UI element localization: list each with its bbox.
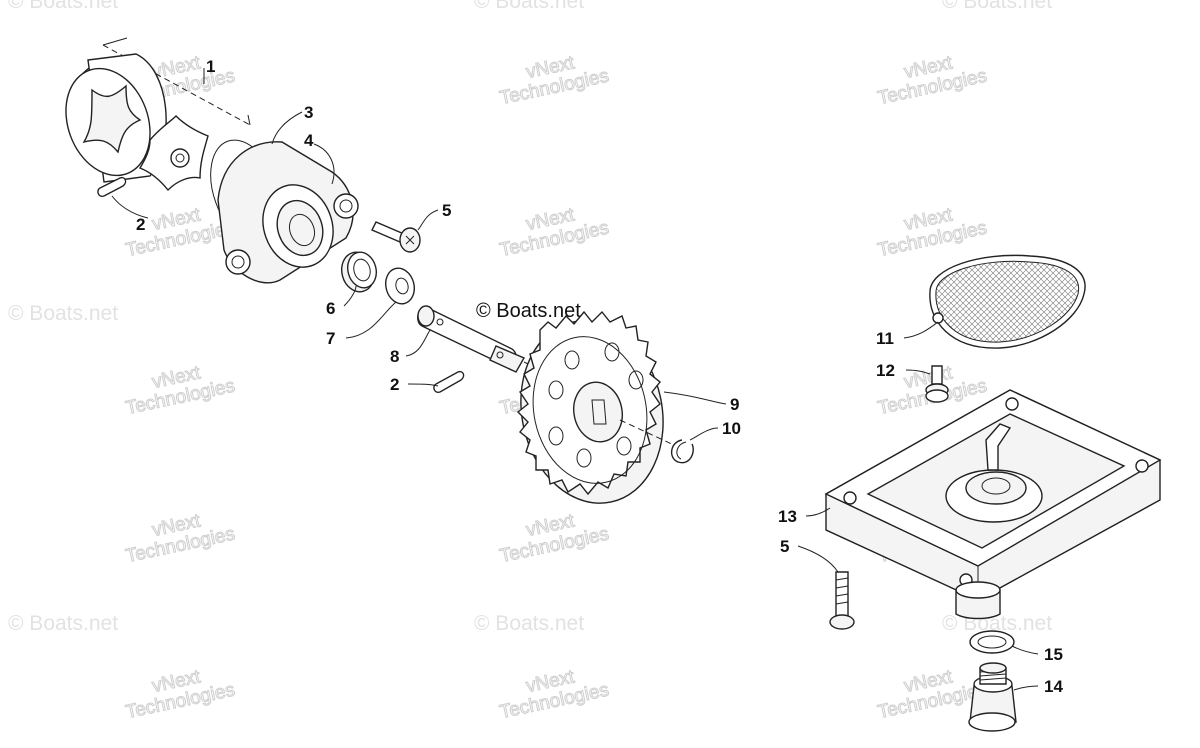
oil-strainer-screen bbox=[929, 254, 1086, 349]
callout-5: 5 bbox=[780, 537, 789, 556]
pump-shaft bbox=[417, 305, 561, 381]
callout-2: 2 bbox=[390, 375, 399, 394]
watermark-copyright: © Boats.net bbox=[8, 0, 119, 13]
callout-7: 7 bbox=[326, 329, 335, 348]
callout-3: 3 bbox=[304, 103, 313, 122]
watermark-copyright: © Boats.net bbox=[8, 302, 119, 325]
snap-ring bbox=[671, 439, 694, 464]
callout-1: 1 bbox=[206, 57, 215, 76]
callout-13: 13 bbox=[778, 507, 797, 526]
dowel-pin bbox=[97, 176, 127, 198]
oil-pan-cover bbox=[824, 389, 1162, 620]
oil-pump-drive-gear bbox=[516, 310, 677, 504]
callout-9: 9 bbox=[730, 395, 739, 414]
washer bbox=[384, 267, 416, 305]
callout-15: 15 bbox=[1044, 645, 1063, 664]
drain-plug bbox=[968, 662, 1017, 732]
callout-8: 8 bbox=[390, 347, 399, 366]
watermark-copyright: © Boats.net bbox=[474, 0, 585, 13]
callout-14: 14 bbox=[1044, 677, 1063, 696]
callout-10: 10 bbox=[722, 419, 741, 438]
strainer-bolt bbox=[925, 365, 949, 403]
oil-seal bbox=[341, 251, 378, 293]
callout-11: 11 bbox=[876, 329, 894, 348]
callout-labels: 1 2 3 4 5 6 7 8 2 9 10 11 12 13 5 15 14 bbox=[136, 57, 1063, 696]
screw bbox=[829, 571, 855, 630]
callout-2: 2 bbox=[136, 215, 145, 234]
dowel-pin bbox=[433, 370, 465, 394]
watermark-copyright: © Boats.net bbox=[474, 612, 585, 635]
watermark-copyright: © Boats.net bbox=[8, 612, 119, 635]
drain-plug-gasket bbox=[969, 630, 1015, 654]
callout-12: 12 bbox=[876, 361, 895, 380]
callout-5: 5 bbox=[442, 201, 451, 220]
callout-4: 4 bbox=[304, 131, 314, 150]
screw bbox=[371, 221, 421, 253]
watermark-copyright: © Boats.net bbox=[942, 0, 1053, 13]
callout-leaders bbox=[111, 68, 1039, 691]
oil-pump-rotor-set bbox=[65, 37, 251, 192]
callout-6: 6 bbox=[326, 299, 335, 318]
oil-pump-body bbox=[210, 139, 359, 284]
copyright-credit: © Boats.net bbox=[476, 300, 581, 322]
